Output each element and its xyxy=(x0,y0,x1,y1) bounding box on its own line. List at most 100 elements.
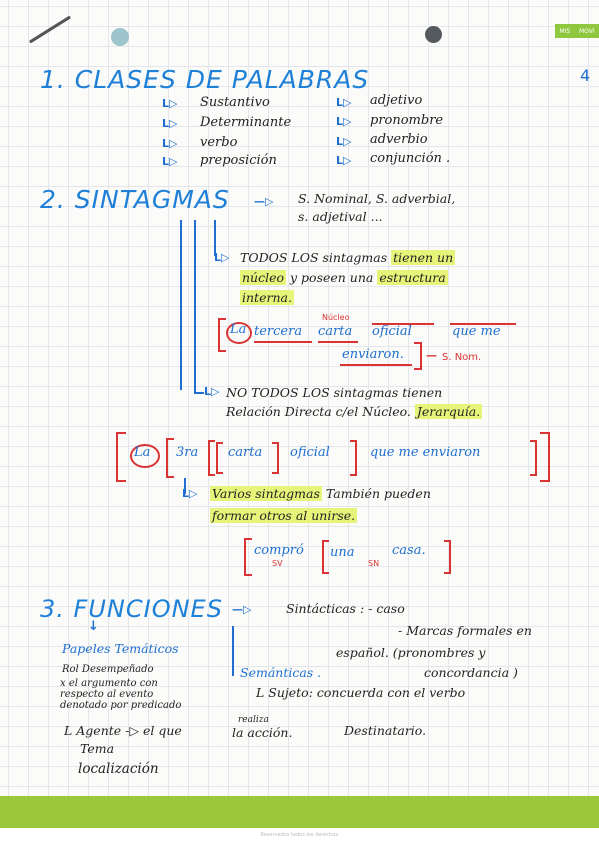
section2-arrow: —▷ xyxy=(254,195,274,208)
example2-bracket xyxy=(166,438,174,478)
notebook-page xyxy=(0,0,599,796)
section1-arrow: L▷ xyxy=(336,135,352,148)
concordancia-line: concordancia ) xyxy=(424,665,518,680)
example2-word: que me enviaron xyxy=(370,445,481,460)
section2-title: 2. SINTAGMAS xyxy=(40,185,230,214)
example1-word: que me xyxy=(452,324,501,339)
example3-word: casa. xyxy=(392,543,426,558)
point1-highlight: interna. xyxy=(240,290,294,305)
section1-arrow: L▷ xyxy=(336,115,352,128)
point2-line2: Relación Directa c/el Núcleo. Jerarquía. xyxy=(226,404,483,419)
example3-word: compró xyxy=(254,543,304,558)
tree-line xyxy=(194,220,196,392)
example2-word: oficial xyxy=(290,445,330,460)
point1-text: TODOS LOS sintagmas xyxy=(240,250,388,265)
example3-word: una xyxy=(330,545,355,560)
binder-hole-left xyxy=(111,28,129,46)
example1-word: oficial xyxy=(372,324,412,339)
section1-arrow: L▷ xyxy=(162,117,178,130)
section1-item: preposición xyxy=(200,153,277,168)
respecto-line: respecto al evento xyxy=(60,689,154,700)
point2-line1: NO TODOS LOS sintagmas tienen xyxy=(226,385,443,400)
example2-la: La xyxy=(134,445,151,460)
section1-arrow: L▷ xyxy=(162,137,178,150)
tree-line xyxy=(184,478,186,494)
example2-bracket xyxy=(216,442,223,474)
localizacion-line: localización xyxy=(78,761,159,777)
example2-bracket xyxy=(350,440,357,476)
example1-word: tercera xyxy=(254,324,303,339)
example3-bracket xyxy=(322,540,329,574)
example2-la-box xyxy=(130,444,160,468)
tema-line: Tema xyxy=(80,741,115,756)
point3-highlight: Varios sintagmas xyxy=(210,486,322,501)
section1-item: adjetivo xyxy=(370,93,423,108)
marcas-line: - Marcas formales en xyxy=(398,623,532,638)
brand-left: MIS xyxy=(559,27,571,35)
brand-tab: MIS MOVI xyxy=(555,24,599,38)
section1-item: conjunción . xyxy=(370,151,451,166)
section1-item: Sustantivo xyxy=(200,95,270,110)
edge-mark: 4 xyxy=(580,66,591,85)
point1-text: y poseen una xyxy=(290,270,374,285)
section1-item: Determinante xyxy=(200,115,292,130)
footer-strip xyxy=(0,828,599,848)
example1-tag: S. Nom. xyxy=(442,352,482,363)
agente-line: L Agente -▷ el que xyxy=(64,723,182,738)
espanol-line: español. (pronombres y xyxy=(336,645,486,660)
point3-text: También pueden xyxy=(325,486,431,501)
point1-line1: TODOS LOS sintagmas tienen un xyxy=(240,250,456,265)
example2-bracket xyxy=(272,442,279,474)
down-arrow-icon: ↓ xyxy=(88,619,99,634)
footer-text: Reservados todos los derechos. xyxy=(260,832,340,836)
example3-bracket xyxy=(244,538,252,576)
example1-la-box xyxy=(226,322,252,344)
section1-arrow: L▷ xyxy=(162,155,178,168)
example1-tag-arrow: — xyxy=(426,349,437,362)
point2-highlight: Jerarquía. xyxy=(414,404,483,419)
point1-line2: núcleo y poseen una estructura xyxy=(240,270,448,285)
rol-line: Rol Desempeñado xyxy=(62,664,154,675)
example1-underline xyxy=(450,323,516,325)
point3-arrow: L▷ xyxy=(182,487,198,500)
sintagma-types: s. adjetival ... xyxy=(298,209,383,224)
section1-arrow: L▷ xyxy=(336,96,352,109)
tree-line xyxy=(180,220,182,390)
example1-underline xyxy=(318,341,358,343)
point1-arrow: L▷ xyxy=(214,251,230,264)
example2-bracket xyxy=(208,440,215,476)
point3-highlight: formar otros al unirse. xyxy=(210,508,358,523)
example2-word: carta xyxy=(228,445,263,460)
example2-bracket xyxy=(116,432,126,482)
section1-title: 1. CLASES DE PALABRAS xyxy=(40,65,370,94)
example1-underline xyxy=(254,341,312,343)
argumento-line: x el argumento con xyxy=(60,678,158,689)
destinatario-line: Destinatario. xyxy=(344,723,427,738)
example1-word: carta xyxy=(318,324,353,339)
section1-arrow: L▷ xyxy=(336,154,352,167)
section1-item: adverbio xyxy=(370,132,428,147)
example1-underline xyxy=(340,364,412,366)
tree-line xyxy=(232,626,234,676)
point2-text: Relación Directa c/el Núcleo. xyxy=(226,404,411,419)
sintacticas-line: Sintácticas : - caso xyxy=(286,601,405,616)
example2-word: 3ra xyxy=(176,445,199,460)
example1-bracket xyxy=(218,318,226,352)
example3-sn: SN xyxy=(368,559,380,568)
point1-highlight: estructura xyxy=(377,270,448,285)
sujeto-line: L Sujeto: concuerda con el verbo xyxy=(256,685,466,700)
binder-hole-right xyxy=(425,26,442,43)
example2-bracket xyxy=(530,440,537,476)
example3-sv: SV xyxy=(272,559,283,568)
brand-right: MOVI xyxy=(578,27,595,35)
point3-line2: formar otros al unirse. xyxy=(210,508,358,523)
point1-line3: interna. xyxy=(240,290,294,305)
example1-bracket xyxy=(414,342,422,370)
example1-nucleo: Núcleo xyxy=(322,313,350,322)
example1-underline xyxy=(372,323,434,325)
example1-word: enviaron. xyxy=(342,347,404,362)
example1-la: La xyxy=(230,322,247,337)
footer-band xyxy=(0,796,599,828)
point2-arrow: L▷ xyxy=(204,385,220,398)
point3-line1: Varios sintagmas También pueden xyxy=(210,486,431,501)
